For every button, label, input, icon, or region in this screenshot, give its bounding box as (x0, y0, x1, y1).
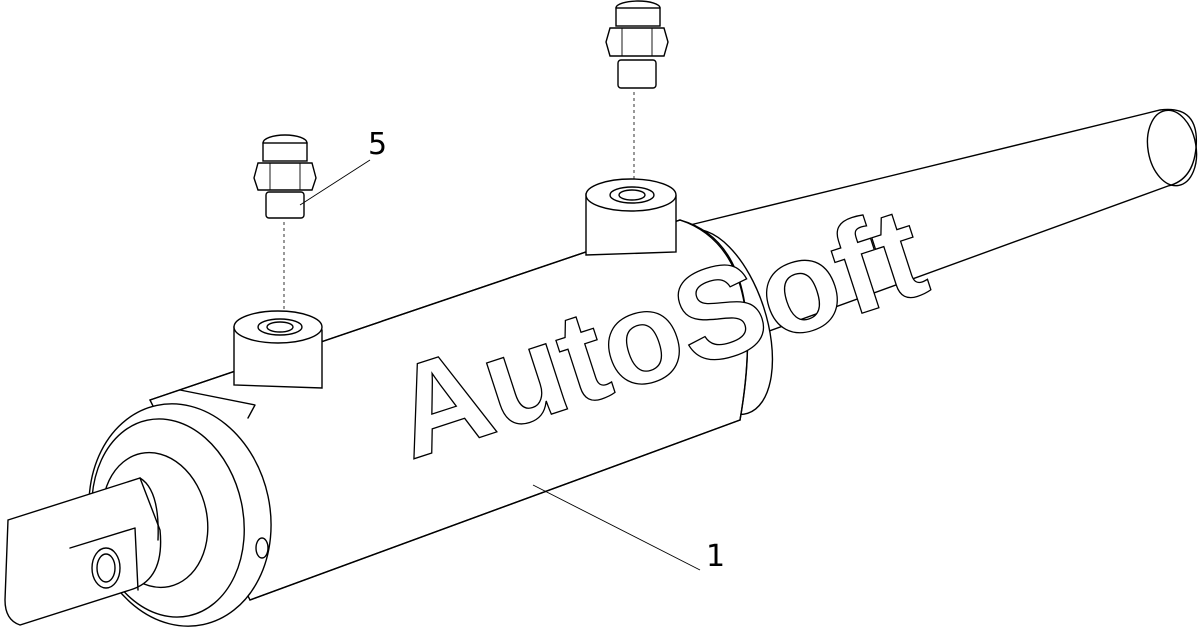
fitting-front (253, 134, 317, 312)
callout-number-1: 1 (706, 539, 725, 574)
leader-line-1 (532, 484, 701, 571)
fitting-rear (605, 0, 669, 180)
rod-eye (4, 477, 162, 626)
port-boss-front (233, 310, 323, 389)
piston-rod (688, 108, 1198, 339)
leader-line-5 (299, 159, 371, 206)
callout-number-5: 5 (368, 127, 387, 162)
port-boss-rear (585, 178, 677, 256)
